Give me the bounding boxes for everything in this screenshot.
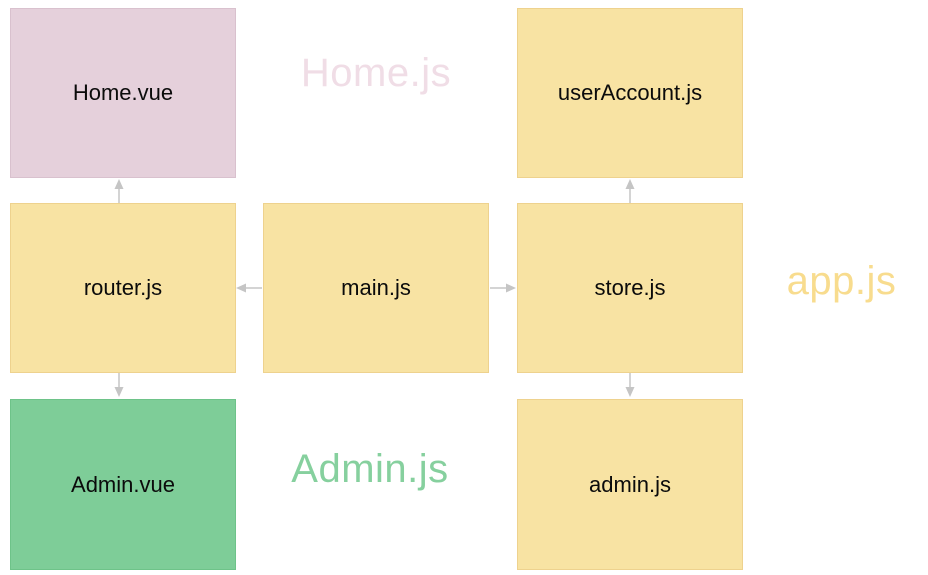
node-admin-vue-label: Admin.vue bbox=[71, 471, 175, 497]
node-home-vue-label: Home.vue bbox=[72, 80, 174, 105]
chunk-label-home-js: Home.js bbox=[300, 51, 452, 95]
arrow-main-to-store bbox=[490, 283, 516, 293]
node-main-js: main.js bbox=[263, 203, 489, 373]
node-useraccount-js-label: userAccount.js bbox=[557, 80, 703, 105]
node-admin-js: admin.js bbox=[517, 399, 743, 570]
chunk-label-admin-js: Admin.js bbox=[291, 447, 449, 491]
node-admin-js-label: admin.js bbox=[589, 471, 671, 497]
arrow-router-to-admin bbox=[114, 373, 124, 397]
arrow-main-to-router bbox=[236, 283, 262, 293]
node-useraccount-js: userAccount.js bbox=[517, 8, 743, 178]
arrow-store-to-adminjs bbox=[625, 373, 635, 397]
arrow-router-to-home bbox=[114, 179, 124, 203]
node-admin-vue: Admin.vue bbox=[10, 399, 236, 570]
node-router-js-label: router.js bbox=[83, 275, 163, 300]
node-home-vue: Home.vue bbox=[10, 8, 236, 178]
arrow-store-to-useraccount bbox=[625, 179, 635, 203]
node-store-js-label: store.js bbox=[594, 275, 666, 300]
node-router-js: router.js bbox=[10, 203, 236, 373]
chunk-label-app-js: app.js bbox=[786, 259, 897, 303]
node-main-js-label: main.js bbox=[341, 275, 411, 300]
node-store-js: store.js bbox=[517, 203, 743, 373]
